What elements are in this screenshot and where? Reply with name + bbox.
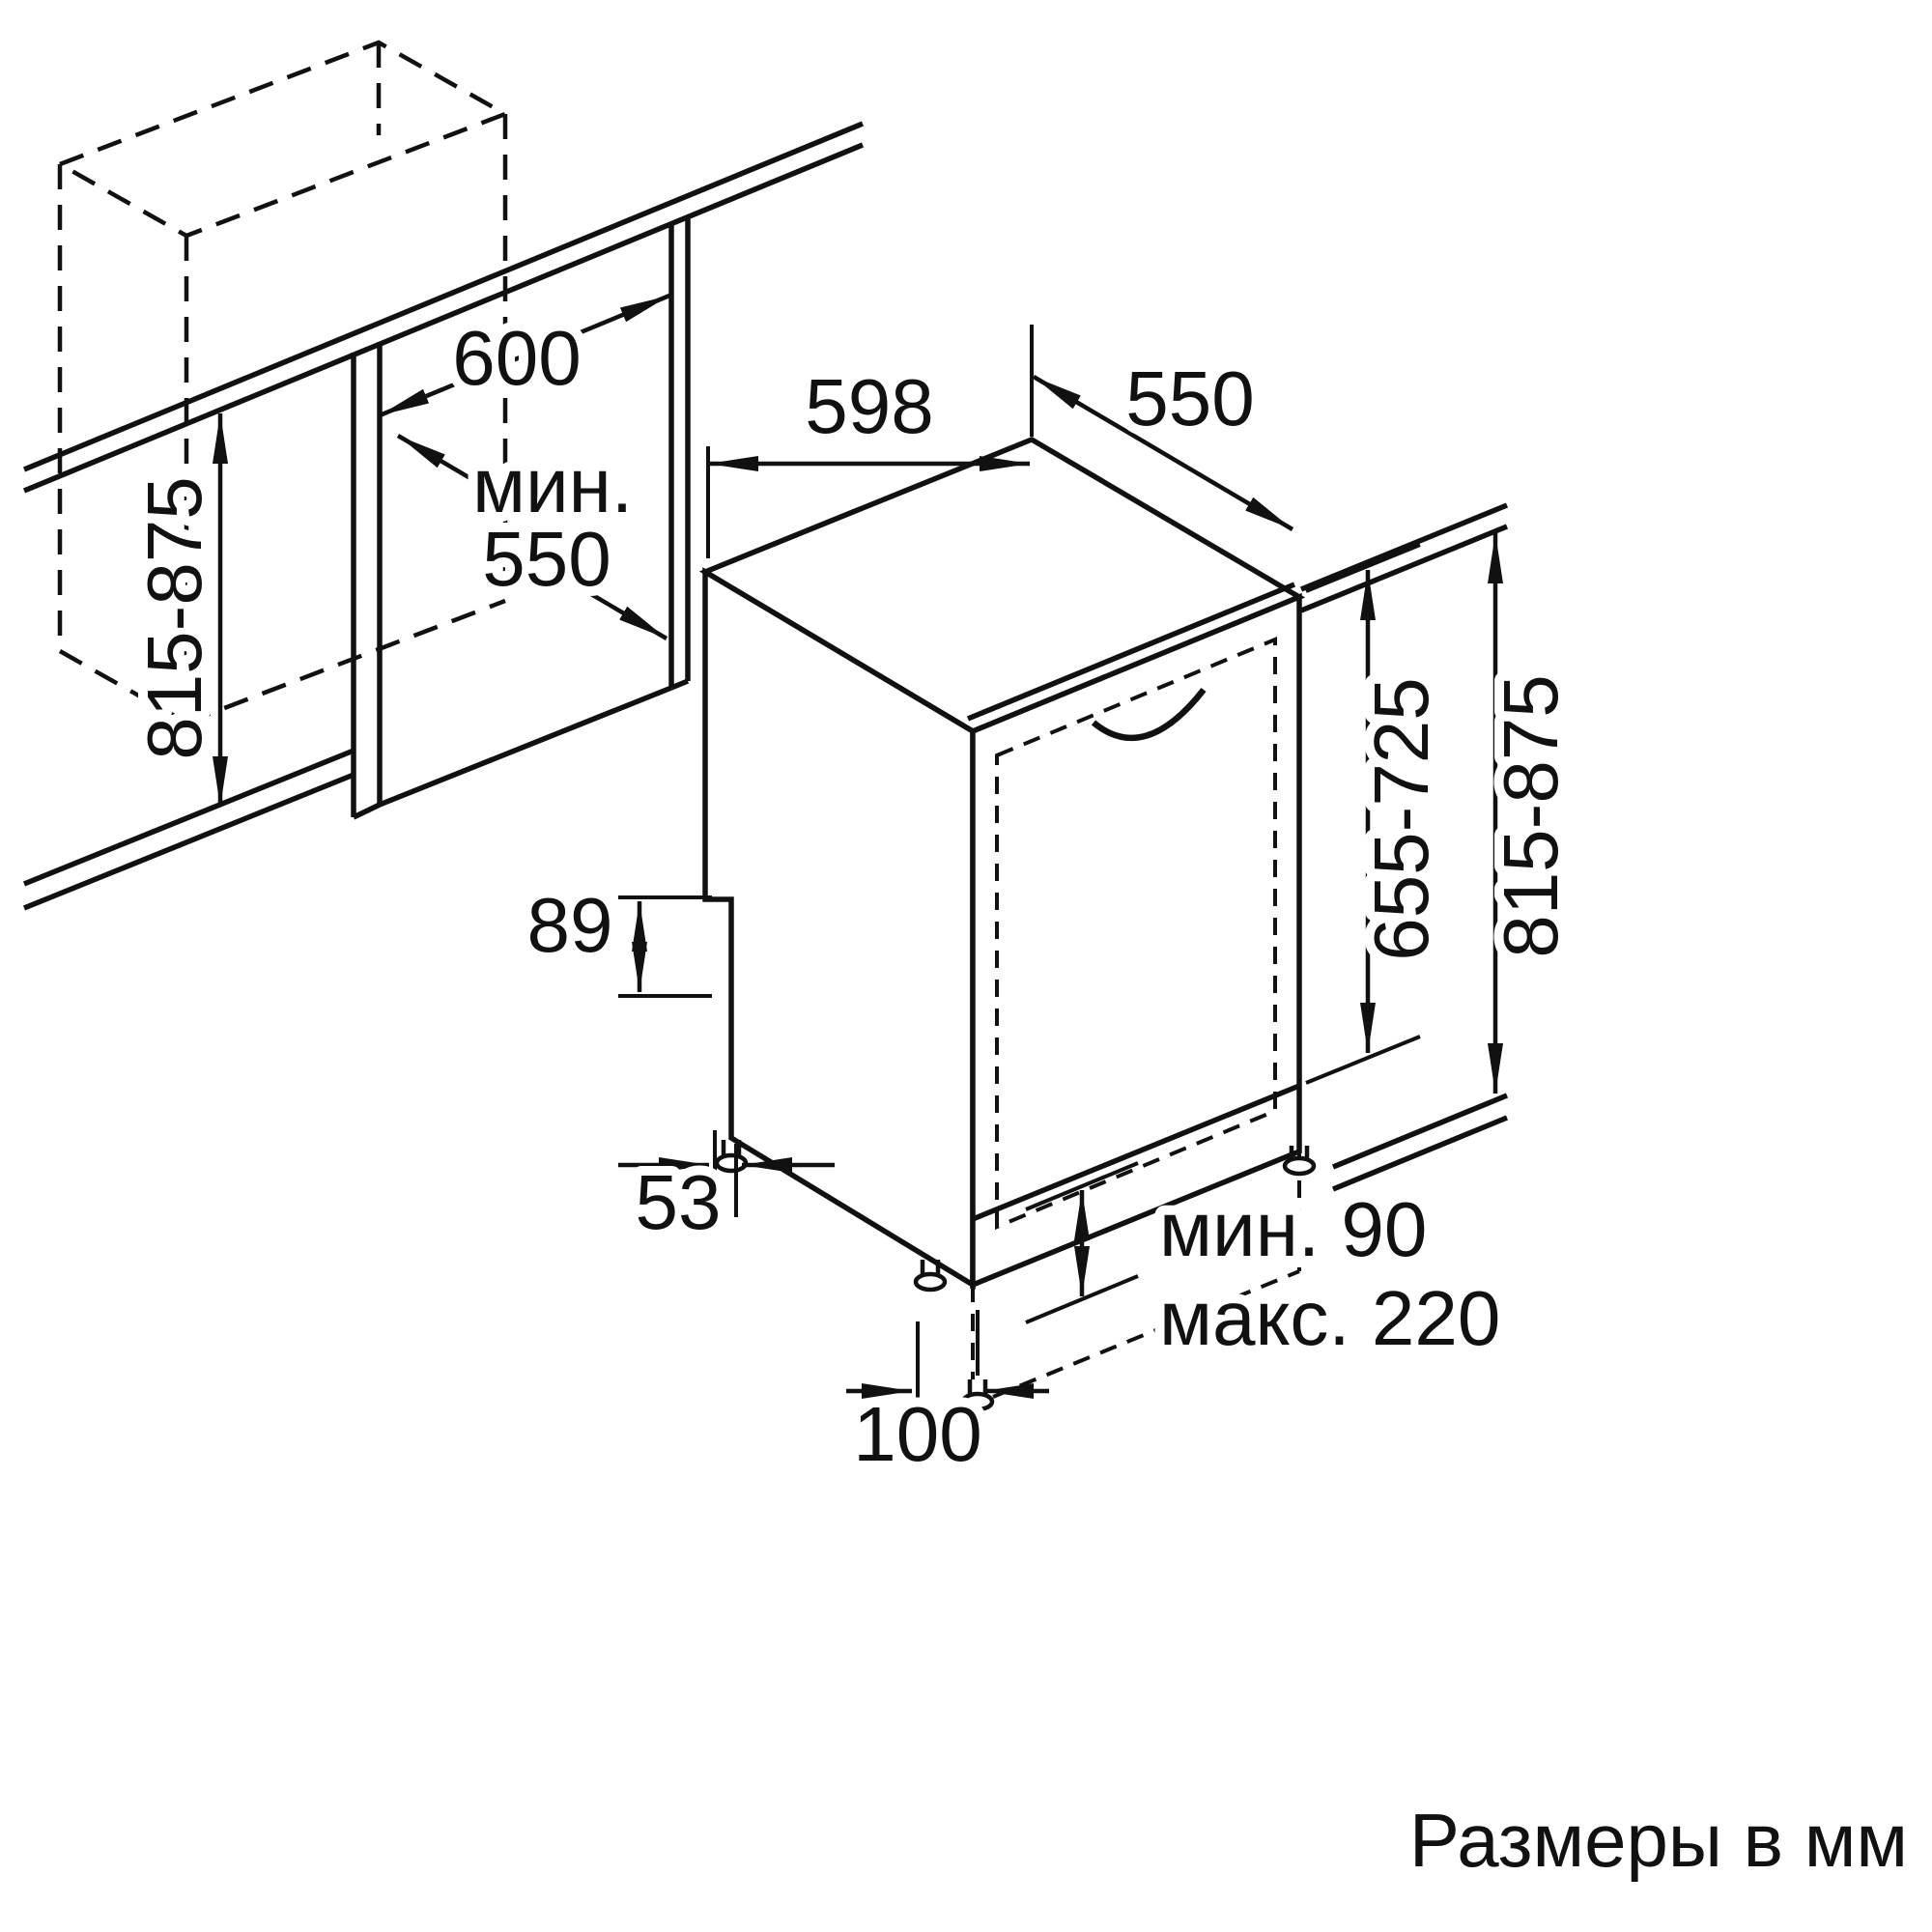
dimension-foot-inset	[846, 1310, 1049, 1412]
dim-plinth-max-label: макс. 220	[1159, 1275, 1500, 1361]
dim-appliance-depth-label: 550	[1125, 355, 1254, 441]
counter-floor-right	[1299, 502, 1509, 1192]
dimension-plinth-height	[1025, 1161, 1139, 1324]
floor-lines-left	[22, 748, 355, 911]
door-panel-dashed-outline	[995, 637, 1277, 1230]
niche-panels	[351, 215, 691, 820]
dimension-niche-depth	[396, 434, 668, 640]
dim-installation-height-label: 815-875	[1488, 674, 1574, 958]
dim-niche-depth-min-value: 550	[482, 516, 611, 602]
adjustable-foot	[913, 1271, 948, 1293]
dimension-base-recess-depth	[618, 1130, 835, 1225]
dim-niche-width-label: 600	[452, 315, 581, 401]
dim-plinth-min-label: мин. 90	[1159, 1186, 1427, 1272]
countertop-lines	[22, 121, 865, 494]
dim-niche-depth-min-word: мин.	[472, 442, 633, 528]
adjustable-foot	[714, 1152, 749, 1174]
dim-appliance-width-label: 598	[805, 363, 933, 449]
dim-base-recess-height-label: 89	[527, 882, 613, 968]
dishwasher-body	[698, 436, 1306, 1290]
units-caption: Размеры в мм	[1409, 1798, 1908, 1883]
door-handle-icon	[1091, 687, 1207, 742]
dim-base-recess-depth-label: 53	[636, 1159, 722, 1245]
dim-niche-height-label: 815-875	[131, 476, 217, 760]
dim-door-height-label: 655-725	[1358, 677, 1444, 961]
adjustable-foot	[1282, 1155, 1317, 1177]
dimension-base-recess-height	[618, 895, 712, 998]
dim-foot-inset-label: 100	[853, 1391, 981, 1477]
dimension-niche-width	[379, 293, 670, 418]
dimension-appliance-depth	[1032, 375, 1294, 531]
dimension-door-height	[1305, 543, 1421, 1085]
dimension-appliance-width	[706, 325, 1034, 558]
plinth-dashed	[971, 1151, 1301, 1399]
